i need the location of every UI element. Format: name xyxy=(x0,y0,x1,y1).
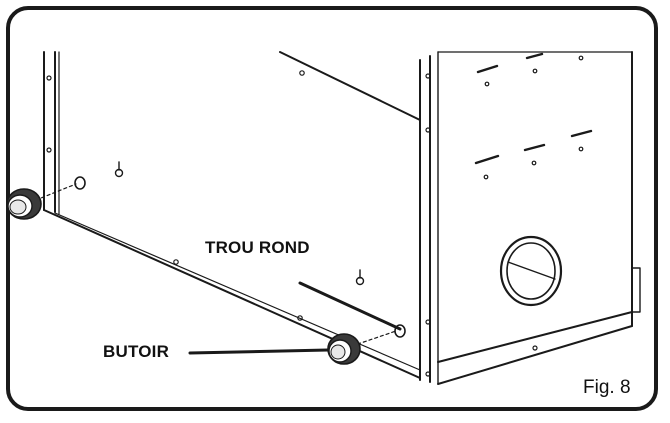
alignment-dashes xyxy=(35,183,397,347)
round-hole-left xyxy=(74,176,86,190)
round-hole-right xyxy=(394,324,406,338)
back-top-edge xyxy=(279,51,421,121)
back-screw xyxy=(173,259,179,265)
duct-opening xyxy=(499,235,563,307)
keyhole-slot-right xyxy=(355,269,365,286)
corner-edge xyxy=(419,51,439,385)
keyhole-slot-left xyxy=(114,161,124,178)
figure-number: Fig. 8 xyxy=(583,377,631,398)
trou-rond-leader xyxy=(298,281,402,331)
vent-slots xyxy=(474,52,593,165)
back-screw xyxy=(297,315,303,321)
vent-screws xyxy=(483,55,584,180)
bumper-right xyxy=(327,333,361,365)
butoir-leader xyxy=(188,348,330,355)
right-side-panel xyxy=(437,51,641,385)
bumper-left xyxy=(6,188,42,220)
trou-rond-label: TROU ROND xyxy=(205,238,310,257)
back-screw-top xyxy=(299,70,305,76)
left-side-edge xyxy=(43,51,60,215)
butoir-label: BUTOIR xyxy=(103,342,170,361)
